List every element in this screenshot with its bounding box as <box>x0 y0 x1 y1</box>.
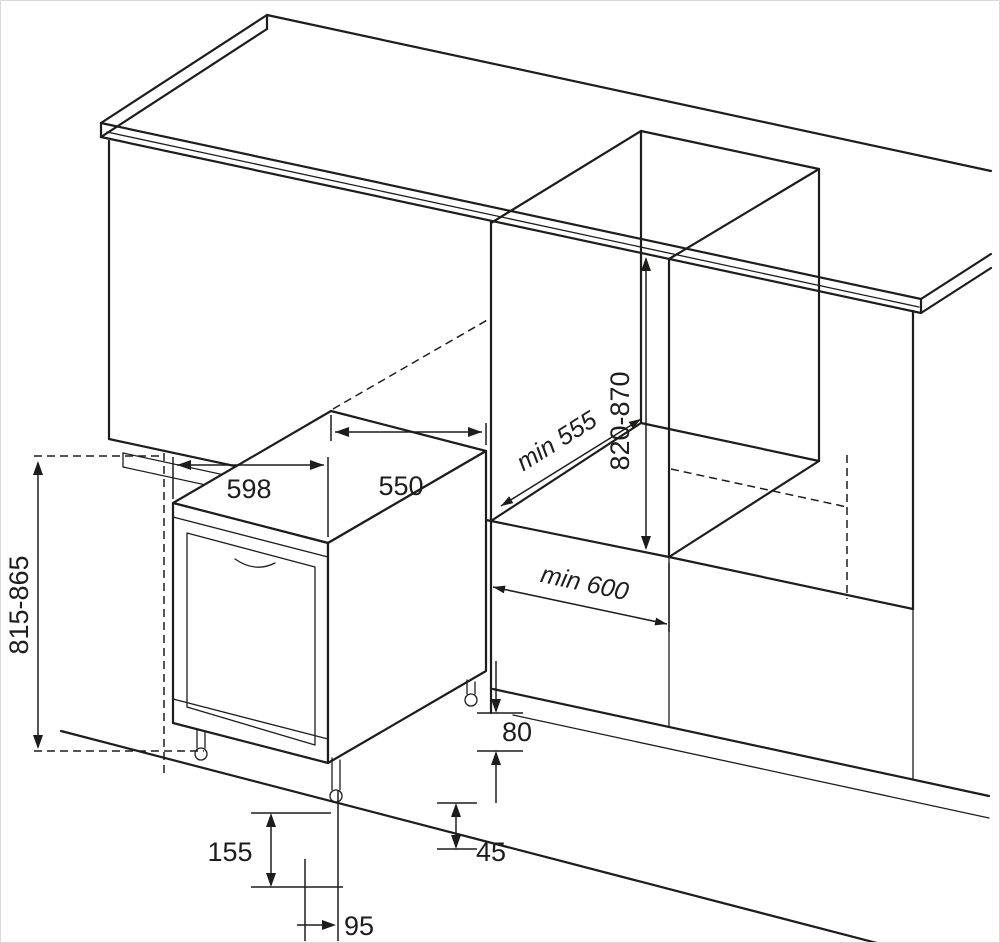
arrowhead-back <box>628 419 641 429</box>
dimension-appliance-width: 598 <box>172 457 329 537</box>
worktop-left-end-top-edge <box>99 13 269 125</box>
arrowhead-bottom <box>451 835 461 849</box>
dimension-appliance-depth: 550 <box>330 415 487 501</box>
arrowhead-top <box>641 257 651 271</box>
dimension-label-80: 80 <box>502 717 532 747</box>
dimension-line <box>492 586 668 625</box>
cabinet-run <box>107 139 991 819</box>
dimension-niche-height: 820-870 <box>605 257 651 550</box>
dimension-label-815-865: 815-865 <box>4 555 34 654</box>
dimension-label-598: 598 <box>226 474 271 504</box>
dimension-label-45: 45 <box>476 837 506 867</box>
foot-front-left-stem <box>196 729 206 749</box>
niche-floor-left-edge <box>489 421 643 523</box>
arrowhead-right <box>654 617 667 626</box>
dishwasher-door-panel <box>186 532 316 746</box>
niche-floor-front-edge <box>489 519 671 559</box>
arrowhead-front <box>501 496 514 506</box>
arrowhead-left <box>335 427 349 437</box>
hidden-lines <box>34 318 848 773</box>
dimension-label-95: 95 <box>344 911 374 941</box>
niche-floor-right-edge <box>667 459 821 559</box>
plinth-floor-line-2 <box>512 714 990 819</box>
dishwasher-door-face <box>171 501 330 765</box>
extension-line <box>330 415 487 445</box>
niche-right-wall-top-edge <box>667 167 821 261</box>
arrowhead-right <box>322 920 336 930</box>
arrowhead-top <box>451 803 461 817</box>
foot-front-right <box>329 789 343 803</box>
dishwasher-kick-line <box>172 698 329 740</box>
foot-front-left <box>194 747 208 761</box>
worktop-back-top-edge <box>265 13 993 173</box>
extension-line <box>477 712 523 752</box>
extension-line <box>251 812 343 888</box>
niche <box>489 129 821 559</box>
extension-line <box>172 457 329 537</box>
dishwasher-right-face <box>326 449 488 765</box>
dimension-label-550: 550 <box>378 471 423 501</box>
dimension-niche-min-width: min 600 <box>490 527 670 632</box>
foot-back-right <box>464 693 478 707</box>
dimension-label-155: 155 <box>207 837 252 867</box>
dimension-label-min-555: min 555 <box>512 406 602 477</box>
dishwasher-control-strip <box>172 516 329 558</box>
right-cabinet-bottom-edge <box>667 555 915 611</box>
worktop <box>99 13 993 315</box>
arrowhead-left <box>493 585 506 594</box>
niche-back-wall-top-edge <box>639 129 821 171</box>
dishwasher <box>171 409 488 803</box>
worktop-right-end-bottom-edge <box>919 266 993 315</box>
foot-front-right-stem <box>331 757 341 791</box>
arrowhead-down <box>491 699 501 713</box>
niche-left-wall-top-edge <box>489 129 643 225</box>
worktop-left-end-bottom-edge <box>99 27 269 139</box>
dimension-line <box>500 418 642 507</box>
niche-hidden-width-line <box>670 468 848 508</box>
niche-back-wall-bottom-edge <box>639 421 821 463</box>
arrowhead-top <box>33 461 43 475</box>
arrowhead-right <box>468 427 482 437</box>
dimension-front-clearance: 95 <box>297 791 374 941</box>
arrowhead-bottom <box>266 873 276 887</box>
arrowhead-bottom <box>33 735 43 749</box>
dimension-rear-clearance: 80 <box>477 661 532 803</box>
arrowhead-up <box>491 751 501 765</box>
extension-line <box>437 802 477 850</box>
dimension-label-820-870: 820-870 <box>605 371 635 470</box>
floor <box>59 729 878 942</box>
dishwasher-handle-arc <box>234 558 276 568</box>
arrowhead-right <box>310 460 324 470</box>
arrowhead-left <box>177 460 191 470</box>
floor-front-edge <box>59 729 878 942</box>
extension-line <box>490 527 670 632</box>
foot-back-right-stem <box>466 679 476 695</box>
arrowhead-top <box>266 813 276 827</box>
worktop-right-end-top-edge <box>919 252 993 301</box>
worktop-front-inner-edge <box>106 131 920 308</box>
plinth-floor-line-1 <box>491 687 991 798</box>
dimension-foot-clearance: 45 <box>437 802 506 867</box>
dimension-plinth-clearance: 155 <box>207 812 343 888</box>
arrowhead-bottom <box>641 536 651 550</box>
dimension-appliance-height: 815-865 <box>4 461 43 749</box>
insertion-guide-dashed <box>332 318 490 410</box>
worktop-front-bottom-edge <box>99 135 923 315</box>
